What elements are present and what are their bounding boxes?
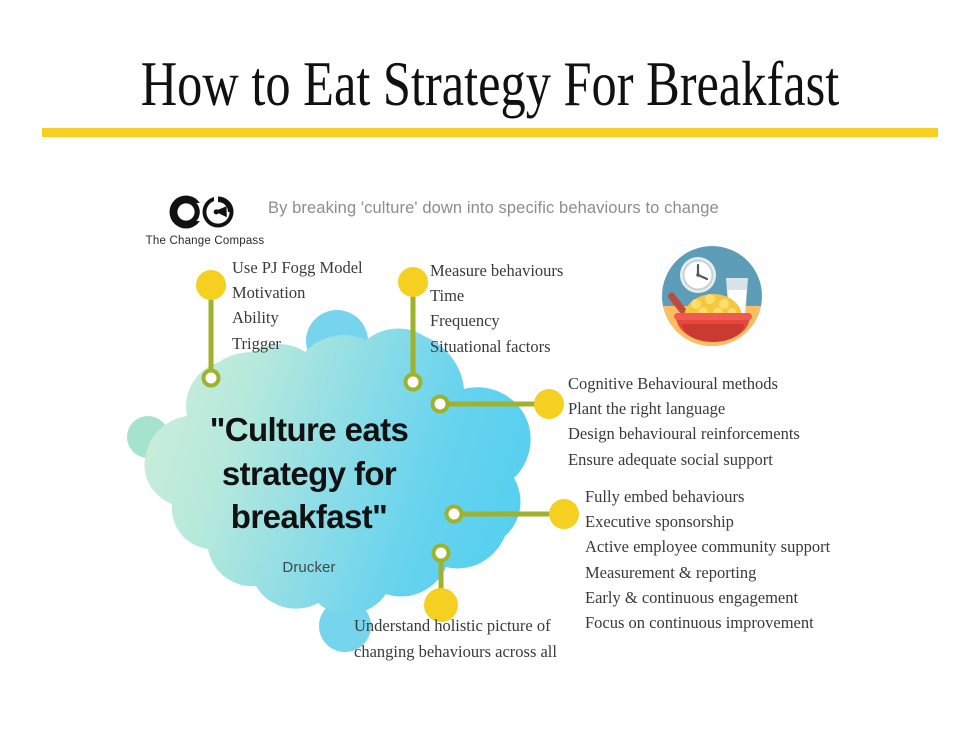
center-quote-block: "Culture eats strategy for breakfast" Dr… (174, 408, 444, 576)
callout-line: Frequency (430, 311, 500, 331)
breakfast-bowl-icon (662, 246, 762, 346)
callout-line: Motivation (232, 283, 306, 303)
callout-line: Focus on continuous improvement (585, 613, 814, 633)
title-underline-rule (42, 128, 938, 137)
callout-line: Executive sponsorship (585, 512, 734, 532)
callout-cognitive-methods: Cognitive Behavioural methods Plant the … (568, 371, 800, 472)
node-dot-cognitive (534, 389, 564, 419)
node-dot-embed (549, 499, 579, 529)
node-dot-measure (398, 267, 428, 297)
page-title-block: How to Eat Strategy For Breakfast (0, 49, 980, 119)
callout-embed-behaviours: Fully embed behaviours Executive sponsor… (585, 484, 830, 635)
connector-pj-fogg (196, 270, 226, 388)
callout-line: Cognitive Behavioural methods (568, 374, 778, 393)
callout-line: Measurement & reporting (585, 562, 757, 582)
brand-logo: The Change Compass (110, 192, 300, 247)
callout-pj-fogg-model: Use PJ Fogg Model Motivation Ability Tri… (232, 255, 363, 356)
callout-line: Plant the right language (568, 399, 726, 419)
callout-line: Ensure adequate social support (568, 449, 773, 469)
callout-line: Time (430, 286, 465, 306)
callout-holistic-picture: Understand holistic picture of changing … (354, 613, 557, 664)
node-dot-pj-fogg (196, 270, 226, 300)
connector-embed-behaviours (444, 499, 579, 529)
quote-line-2: strategy for (221, 454, 397, 492)
callout-measure-behaviours: Measure behaviours Time Frequency Situat… (430, 258, 563, 359)
callout-line: Early & continuous engagement (585, 587, 799, 607)
callout-line: Trigger (232, 333, 281, 353)
brand-logo-label: The Change Compass (145, 235, 265, 247)
callout-line: Use PJ Fogg Model (232, 258, 363, 277)
quote-text: "Culture eats strategy for breakfast" (174, 408, 444, 539)
callout-line: Active employee community support (585, 537, 831, 557)
quote-line-1: "Culture eats (209, 411, 409, 448)
connector-cognitive-methods (430, 389, 564, 419)
compass-logo-icon (169, 195, 244, 229)
accent-circle-mint (127, 416, 169, 458)
connector-measure-behaviours (398, 267, 428, 392)
callout-line: changing behaviours across all (354, 641, 557, 661)
callout-line: Situational factors (430, 336, 551, 356)
quote-line-3: breakfast" (230, 498, 388, 536)
callout-line: Measure behaviours (430, 261, 564, 280)
page-title: How to Eat Strategy For Breakfast (140, 49, 840, 119)
callout-line: Fully embed behaviours (585, 487, 745, 506)
callout-line: Ability (232, 308, 279, 328)
callout-line: Understand holistic picture of (354, 616, 551, 635)
callout-line: Design behavioural reinforcements (568, 424, 800, 444)
quote-author: Drucker (282, 558, 336, 576)
slide-subtitle: By breaking 'culture' down into specific… (268, 199, 719, 217)
